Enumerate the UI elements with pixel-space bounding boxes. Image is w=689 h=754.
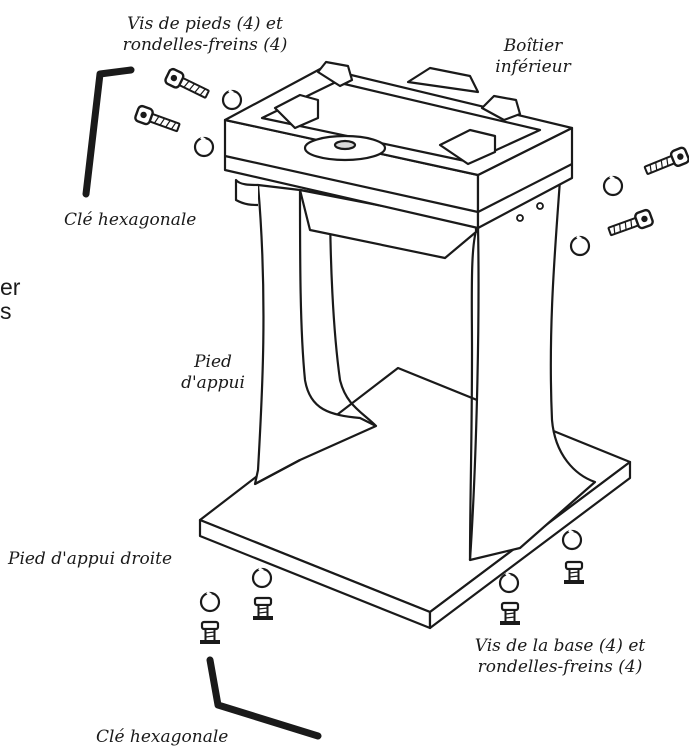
lower-housing xyxy=(223,60,574,260)
screw-icon xyxy=(641,145,689,180)
hex-key-icon xyxy=(82,66,135,198)
label-hex-key-bottom: Clé hexagonale xyxy=(96,727,229,747)
lock-washer-icon xyxy=(569,235,591,257)
label-base-screws-line2: rondelles-freins (4) xyxy=(477,657,643,677)
label-lower-housing: Boîtier inférieur xyxy=(478,36,588,78)
support-leg-left xyxy=(234,178,378,486)
label-base-screws-line1: Vis de la base (4) et xyxy=(474,636,646,656)
label-left-fragment-line1: er xyxy=(0,274,21,300)
screw-icon xyxy=(562,560,586,586)
screw-icon xyxy=(251,596,275,622)
label-support-leg-line2: d'appui xyxy=(181,373,245,393)
label-hex-key-top: Clé hexagonale xyxy=(64,210,197,230)
label-lag-screws-line2: rondelles-freins (4) xyxy=(122,35,288,55)
lock-washer-icon xyxy=(602,175,624,197)
screw-icon xyxy=(162,66,212,103)
label-base-screws: Vis de la base (4) et rondelles-freins (… xyxy=(446,636,674,678)
label-lower-housing-line1: Boîtier xyxy=(503,36,563,56)
lock-washer-icon xyxy=(221,89,243,111)
label-lower-housing-line2: inférieur xyxy=(495,57,571,77)
screw-icon xyxy=(605,207,655,241)
label-lag-screws-line1: Vis de pieds (4) et xyxy=(127,14,283,34)
label-support-leg: Pied d'appui xyxy=(168,352,258,394)
lock-washer-icon xyxy=(251,567,273,589)
lock-washer-icon xyxy=(498,572,520,594)
screw-icon xyxy=(498,601,522,627)
hex-key-icon xyxy=(206,656,322,740)
lock-washer-icon xyxy=(561,529,583,551)
screw-icon xyxy=(198,620,222,646)
label-right-support-leg: Pied d'appui droite xyxy=(8,549,173,569)
label-support-leg-line1: Pied xyxy=(194,352,232,372)
label-left-fragment: er s xyxy=(0,275,20,323)
support-leg-right xyxy=(468,178,597,562)
label-left-fragment-line2: s xyxy=(0,298,12,324)
lock-washer-icon xyxy=(193,136,215,158)
lock-washer-icon xyxy=(199,591,221,613)
screw-icon xyxy=(133,103,183,137)
label-lag-screws: Vis de pieds (4) et rondelles-freins (4) xyxy=(100,14,310,56)
